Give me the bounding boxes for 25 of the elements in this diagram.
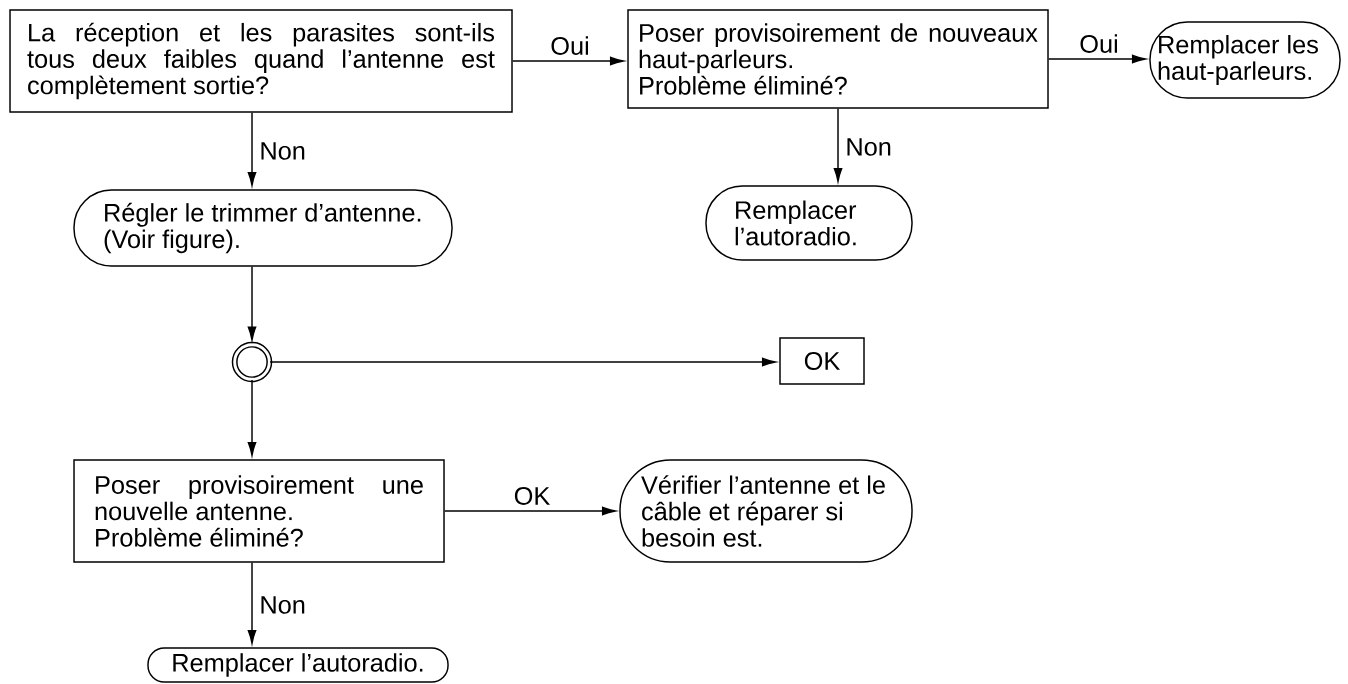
terminal-box: Vérifier l’antenne et le câble et réparer si besoin est. [619,459,913,563]
terminal-box: Remplacer les haut-parleurs. [1149,21,1341,99]
arrow [247,562,257,644]
edge-label: Non [844,136,894,158]
arrow [833,108,843,182]
process-box: La réception et les parasites sont-ils tous deux faibles quand l’antenne est complètement sortie? [9,9,513,113]
process-box: OK [779,337,865,385]
process-box: Poser provisoirement une nouvelle antenne. Problème éliminé? [73,459,445,563]
arrow [247,266,257,341]
arrow [247,379,257,456]
edge-label: Non [258,594,308,616]
edge-label: Oui [548,35,592,57]
arrow [247,112,257,186]
terminal-box: Régler le trimmer d’antenne. (Voir figure). [73,189,453,267]
arrow [269,357,776,367]
edge-label: OK [512,485,552,507]
arrow [444,506,616,516]
process-box: Poser provisoirement de nouveaux haut-parleurs. Problème éliminé? [627,9,1049,109]
edge-label: Non [258,140,308,162]
arrow [1048,54,1146,64]
connector-circle [231,341,273,383]
arrow [512,56,624,66]
terminal-box: Remplacer l’autoradio. [705,185,913,261]
terminal-box: Remplacer l’autoradio. [147,647,449,683]
edge-label: Oui [1077,33,1121,55]
